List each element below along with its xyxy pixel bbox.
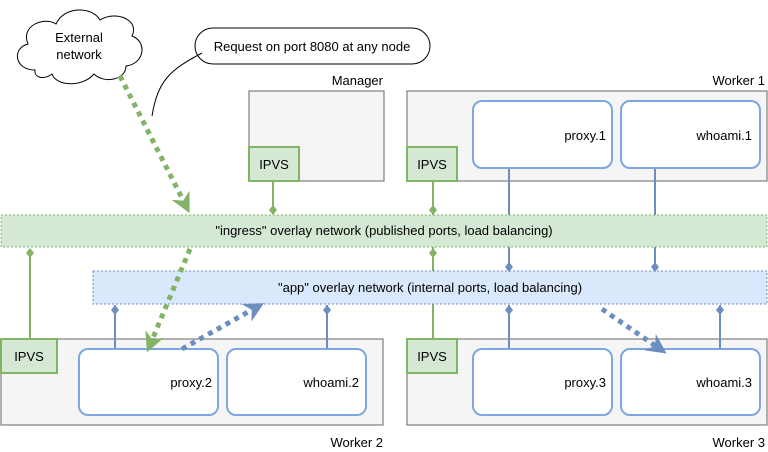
whoami2-app-connector — [323, 305, 331, 315]
worker1-ipvs-box — [406, 146, 458, 182]
worker2-ingress-connector — [26, 248, 34, 258]
whoami2-container — [226, 348, 367, 416]
worker3-ingress-connector — [429, 248, 437, 258]
external-network-label-line1: External — [55, 30, 103, 45]
worker2-ipvs-label: IPVS — [14, 349, 44, 364]
proxy3-container — [472, 348, 613, 416]
worker1-ipvs-label: IPVS — [417, 157, 447, 172]
app-network-bar — [92, 270, 768, 305]
external-network-cloud — [17, 9, 143, 85]
proxy1-container — [472, 100, 613, 169]
proxy1-app-connector — [505, 262, 513, 272]
proxy3-label: proxy.3 — [564, 375, 606, 390]
ingress-to-proxy2-flow-arrow — [145, 248, 193, 353]
whoami1-label: whoami.1 — [695, 128, 752, 143]
worker3-ipvs-label: IPVS — [417, 349, 447, 364]
worker1-label: Worker 1 — [713, 73, 766, 88]
proxy2-app-connector — [111, 305, 119, 315]
manager-ipvs-box — [248, 146, 300, 182]
request-callout-bubble — [194, 27, 431, 65]
proxy1-label: proxy.1 — [564, 128, 606, 143]
worker3-ipvs-box — [406, 338, 458, 374]
external-to-ingress-flow-arrow — [117, 74, 190, 214]
manager-ipvs-label: IPVS — [259, 157, 289, 172]
whoami3-container — [620, 348, 761, 416]
whoami1-container — [620, 100, 761, 169]
ingress-network-label: "ingress" overlay network (published por… — [215, 223, 552, 238]
worker2-ipvs-box — [0, 338, 58, 374]
callout-pointer — [151, 52, 203, 117]
proxy3-app-connector — [505, 305, 513, 315]
worker2-label: Worker 2 — [331, 435, 384, 450]
worker1-ingress-connector — [429, 205, 437, 215]
whoami3-app-connector — [716, 305, 724, 315]
manager-label: Manager — [332, 73, 384, 88]
app-network-label: "app" overlay network (internal ports, l… — [278, 280, 582, 295]
proxy2-to-app-flow-arrow — [180, 303, 264, 352]
manager-ingress-connector — [269, 205, 277, 215]
worker3-label: Worker 3 — [713, 435, 766, 450]
whoami1-app-connector — [651, 262, 659, 272]
external-network-label-line2: network — [56, 47, 102, 62]
app-to-whoami3-flow-arrow — [600, 306, 667, 354]
whoami2-label: whoami.2 — [302, 375, 359, 390]
proxy2-label: proxy.2 — [170, 375, 212, 390]
ingress-network-bar — [0, 214, 768, 248]
request-callout-text: Request on port 8080 at any node — [214, 39, 411, 54]
whoami3-label: whoami.3 — [695, 375, 752, 390]
